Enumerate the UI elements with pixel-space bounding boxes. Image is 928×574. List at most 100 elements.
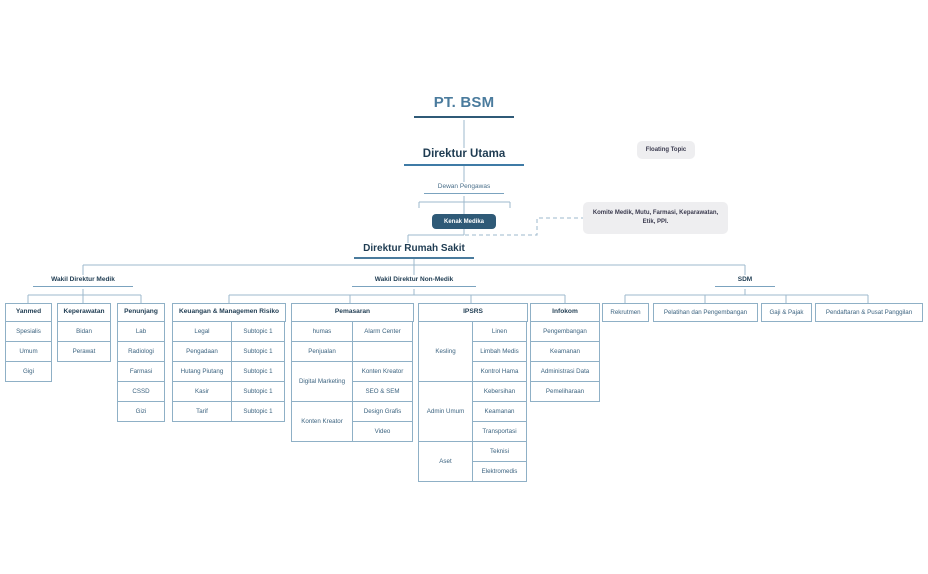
keuangan-sub-3[interactable]: Subtopic 1 [231,381,285,402]
keuangan-label-3[interactable]: Kasir [172,381,232,402]
kenak-medika-label: Kenak Medika [443,218,485,225]
cell-sdm-1[interactable]: Pelatihan dan Pengembangan [653,303,758,322]
ipsrs-child-1-2[interactable]: Transportasi [472,421,527,442]
column-penunjang-header[interactable]: Penunjang [117,303,165,322]
pemasaran-child-2-1[interactable]: SEO & SEM [352,381,413,402]
pemasaran-children-3: Design Grafis Video [352,401,413,442]
branch-wakil-direktur-nonmedik-underline [352,286,476,287]
pemasaran-child-3-0[interactable]: Design Grafis [352,401,413,422]
ipsrs-child-0-1[interactable]: Limbah Medis [472,341,527,362]
cell-keperawatan-1[interactable]: Perawat [57,341,111,362]
cell-infokom-2[interactable]: Administrasi Data [530,361,600,382]
ipsrs-label-2[interactable]: Aset [418,441,473,482]
cell-infokom-3[interactable]: Pemeliharaan [530,381,600,402]
keuangan-label-4[interactable]: Tarif [172,401,232,422]
keuangan-label-2[interactable]: Hutang Piutang [172,361,232,382]
keuangan-sub-1[interactable]: Subtopic 1 [231,341,285,362]
direktur-utama-label: Direktur Utama [422,148,506,160]
pemasaran-label-2[interactable]: Digital Marketing [291,361,353,402]
pemasaran-child-2-0[interactable]: Konten Kreator [352,361,413,382]
pemasaran-group-1: Penjualan [291,341,414,362]
pemasaran-child-1-0[interactable] [352,341,413,362]
cell-penunjang-0[interactable]: Lab [117,321,165,342]
column-pemasaran-header[interactable]: Pemasaran [291,303,414,322]
root-title: PT. BSM [414,94,514,118]
keuangan-sub-4[interactable]: Subtopic 1 [231,401,285,422]
floating-topic-node[interactable]: Floating Topic [637,141,695,159]
cell-yanmed-0[interactable]: Spesialis [5,321,52,342]
ipsrs-children-0: Linen Limbah Medis Kontrol Hama [472,321,527,382]
ipsrs-children-1: Kebersihan Keamanan Transportasi [472,381,527,442]
column-yanmed-header[interactable]: Yanmed [5,303,52,322]
keuangan-sub-2[interactable]: Subtopic 1 [231,361,285,382]
column-ipsrs: IPSRS Kesling Linen Limbah Medis Kontrol… [418,303,528,482]
ipsrs-children-2: Teknisi Elektromedis [472,441,527,482]
pemasaran-children-2: Konten Kreator SEO & SEM [352,361,413,402]
ipsrs-label-0[interactable]: Kesling [418,321,473,382]
keuangan-row-4: Tarif Subtopic 1 [172,401,286,422]
cell-penunjang-4[interactable]: Gizi [117,401,165,422]
committee-note-node[interactable]: Komite Medik, Mutu, Farmasi, Keparawatan… [583,202,728,234]
column-pemasaran: Pemasaran humas Alarm Center Penjualan D… [291,303,414,442]
cell-infokom-0[interactable]: Pengembangan [530,321,600,342]
cell-keperawatan-0[interactable]: Bidan [57,321,111,342]
cell-sdm-2[interactable]: Gaji & Pajak [761,303,812,322]
column-keperawatan: Keperawatan Bidan Perawat [57,303,111,362]
ipsrs-label-1[interactable]: Admin Umum [418,381,473,442]
kenak-medika-node[interactable]: Kenak Medika [432,214,496,229]
column-keperawatan-header[interactable]: Keperawatan [57,303,111,322]
column-infokom: Infokom Pengembangan Keamanan Administra… [530,303,600,402]
cell-yanmed-2[interactable]: Gigi [5,361,52,382]
cell-sdm-0[interactable]: Rekrutmen [602,303,649,322]
root-title-underline [414,116,514,118]
column-keuangan-header[interactable]: Keuangan & Managemen Risiko [172,303,286,322]
keuangan-row-1: Pengadaan Subtopic 1 [172,341,286,362]
branch-sdm-label: SDM [737,276,753,283]
floating-topic-label: Floating Topic [645,146,687,153]
cell-sdm-3[interactable]: Pendaftaran & Pusat Panggilan [815,303,923,322]
dewan-pengawas-underline [424,193,504,194]
branch-sdm-underline [715,286,775,287]
keuangan-sub-0[interactable]: Subtopic 1 [231,321,285,342]
ipsrs-child-0-0[interactable]: Linen [472,321,527,342]
column-penunjang: Penunjang Lab Radiologi Farmasi CSSD Giz… [117,303,165,422]
keuangan-row-2: Hutang Piutang Subtopic 1 [172,361,286,382]
branch-wakil-direktur-medik: Wakil Direktur Medik [33,276,133,287]
cell-infokom-1[interactable]: Keamanan [530,341,600,362]
pemasaran-child-3-1[interactable]: Video [352,421,413,442]
ipsrs-child-0-2[interactable]: Kontrol Hama [472,361,527,382]
column-keuangan: Keuangan & Managemen Risiko Legal Subtop… [172,303,286,422]
pemasaran-label-1[interactable]: Penjualan [291,341,353,362]
direktur-utama-underline [404,164,524,166]
direktur-rumah-sakit-label: Direktur Rumah Sakit [363,243,465,254]
direktur-rumah-sakit: Direktur Rumah Sakit [354,243,474,259]
branch-sdm: SDM [715,276,775,287]
cell-penunjang-3[interactable]: CSSD [117,381,165,402]
pemasaran-child-0-0[interactable]: Alarm Center [352,321,413,342]
cell-penunjang-1[interactable]: Radiologi [117,341,165,362]
branch-wakil-direktur-medik-label: Wakil Direktur Medik [51,276,115,283]
ipsrs-child-1-1[interactable]: Keamanan [472,401,527,422]
pemasaran-label-0[interactable]: humas [291,321,353,342]
ipsrs-child-2-0[interactable]: Teknisi [472,441,527,462]
pemasaran-label-3[interactable]: Konten Kreator [291,401,353,442]
ipsrs-child-1-0[interactable]: Kebersihan [472,381,527,402]
ipsrs-child-2-1[interactable]: Elektromedis [472,461,527,482]
cell-penunjang-2[interactable]: Farmasi [117,361,165,382]
branch-wakil-direktur-nonmedik-label: Wakil Direktur Non-Medik [374,276,454,283]
ipsrs-group-0: Kesling Linen Limbah Medis Kontrol Hama [418,321,528,382]
column-ipsrs-header[interactable]: IPSRS [418,303,528,322]
column-infokom-header[interactable]: Infokom [530,303,600,322]
keuangan-label-1[interactable]: Pengadaan [172,341,232,362]
branch-wakil-direktur-nonmedik: Wakil Direktur Non-Medik [352,276,476,287]
keuangan-label-0[interactable]: Legal [172,321,232,342]
committee-note-label: Komite Medik, Mutu, Farmasi, Keparawatan… [592,210,719,225]
direktur-utama: Direktur Utama [404,148,524,166]
keuangan-row-3: Kasir Subtopic 1 [172,381,286,402]
pemasaran-group-3: Konten Kreator Design Grafis Video [291,401,414,442]
cell-yanmed-1[interactable]: Umum [5,341,52,362]
ipsrs-group-2: Aset Teknisi Elektromedis [418,441,528,482]
root-title-label: PT. BSM [433,94,495,111]
